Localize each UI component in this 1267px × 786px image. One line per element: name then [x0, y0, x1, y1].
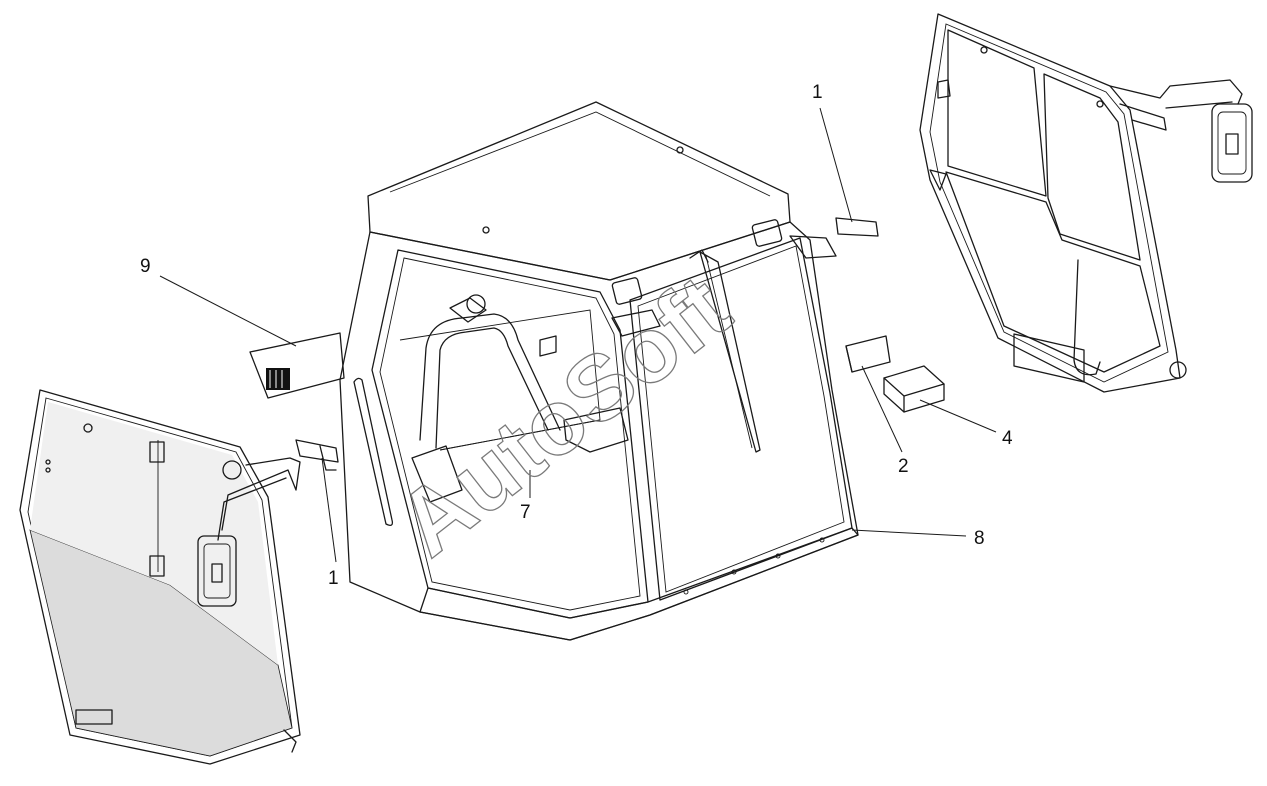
- callout-9: 9: [140, 256, 151, 277]
- bracket-part-1-left: [295, 439, 339, 471]
- decal-strip-part-9: [249, 332, 345, 399]
- callout-7: 7: [520, 502, 531, 523]
- callout-1-left: 1: [328, 568, 339, 589]
- box-part-4: [883, 365, 945, 413]
- callout-8: 8: [974, 528, 985, 549]
- callout-4: 4: [1002, 428, 1013, 449]
- left-door: [19, 389, 301, 765]
- plate-part-2: [845, 335, 891, 373]
- cab-body: [339, 101, 859, 641]
- leader-lines: [159, 107, 997, 563]
- callout-2: 2: [898, 456, 909, 477]
- bracket-part-1-top: [835, 217, 879, 237]
- right-door: [919, 13, 1187, 393]
- right-mirror: [1109, 79, 1253, 183]
- left-mirror: [197, 457, 301, 607]
- watermark-text: AutoSoft: [380, 256, 749, 575]
- callout-1-top: 1: [812, 82, 823, 103]
